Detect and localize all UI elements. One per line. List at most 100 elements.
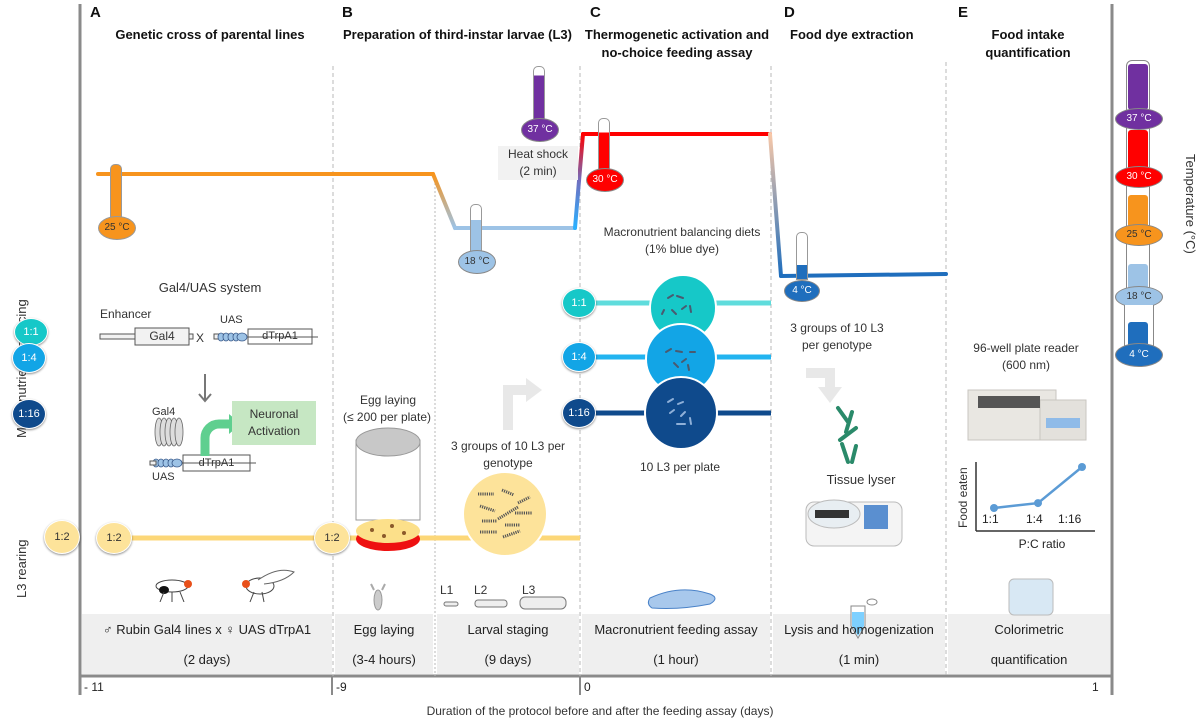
left-ratio-badge-1-4: 1:4 [12, 343, 46, 373]
stage-box-b2 [437, 614, 579, 674]
stage-b1-duration: (3-4 hours) [352, 652, 416, 667]
mini-chart-plot [990, 463, 1086, 512]
x-tick-minus11: - 11 [84, 680, 104, 694]
thermometer-37-label: 37 °C [521, 118, 559, 142]
diet-badge-1-1: 1:1 [562, 288, 596, 318]
microtube-icon [850, 598, 878, 639]
larvae-on-plate [478, 488, 532, 539]
activation-arrow [200, 419, 231, 456]
egg-laying-limit: (≤ 200 per plate) [343, 410, 431, 424]
legend-bar-25 [1128, 195, 1148, 229]
stage-box-b1 [335, 614, 433, 674]
mini-chart-ylabel: Food eaten [956, 467, 970, 528]
temperature-timeline [96, 132, 948, 278]
larvae-plate [462, 471, 548, 557]
panel-b-title: Preparation of third-instar larvae (L3) [343, 27, 572, 42]
larval-stage-l1: L1 [440, 583, 454, 597]
bent-arrow-d [806, 368, 835, 389]
left-ratio-badge-1-16: 1:16 [12, 399, 46, 429]
larvae-in-plates [661, 294, 696, 371]
panel-e-title: Food intake quantification [985, 27, 1071, 60]
heat-shock-label: Heat shock [498, 146, 578, 163]
crushed-larvae-icon [836, 406, 858, 464]
stage-a-duration: (2 days) [183, 652, 231, 667]
panel-c-title: Thermogenetic activation and no-choice f… [584, 27, 770, 60]
larva-feeding-icon [647, 589, 716, 609]
egg-laying-cage [355, 427, 421, 551]
thermometer-18-label: 18 °C [458, 250, 496, 274]
legend-label-37: 37 °C [1115, 108, 1163, 130]
male-fly-icon [146, 574, 202, 602]
stage-box-a [82, 614, 332, 674]
enhancer-label: Enhancer [100, 307, 152, 321]
uas-label: UAS [220, 314, 243, 326]
cross-symbol: X [196, 331, 205, 345]
thermometer-30-label: 30 °C [586, 168, 624, 192]
thermometer-25-label: 25 °C [98, 216, 136, 240]
groups-note-d: 3 groups of 10 L3 per genotype [790, 321, 884, 352]
gal4-label: Gal4 [149, 329, 175, 343]
stage-d-label: Lysis and homogenization [784, 622, 934, 637]
mini-chart-point-1-1 [990, 504, 998, 512]
larval-stage-icons [443, 596, 567, 610]
tissue-lyser-label: Tissue lyser [826, 472, 896, 487]
left-ratio-badge-1-1: 1:1 [14, 318, 48, 346]
legend-bar-30 [1128, 130, 1148, 170]
uas-repeats-2 [152, 458, 183, 468]
heat-shock-time: (2 min) [498, 163, 578, 180]
gal4-uas-title: Gal4/UAS system [158, 280, 262, 295]
panel-a-letter: A [90, 4, 101, 21]
legend-label-25: 25 °C [1115, 224, 1163, 246]
diet-plate-1-16 [644, 376, 718, 450]
gal4-protein-label: Gal4 [152, 406, 176, 418]
neuronal-activation-label: Neuronal Activation [247, 407, 301, 438]
dtrpa1-label: dTrpA1 [262, 330, 298, 342]
tissue-lyser-icon [805, 499, 903, 547]
stage-b1-label: Egg laying [353, 622, 415, 637]
thermometer-4-icon [796, 232, 808, 280]
x-tick-0: 0 [584, 680, 591, 694]
left-axis-label-rearing: L3 rearing [14, 539, 29, 598]
larval-stage-l2: L2 [474, 583, 488, 597]
dtrpa1-label-2: dTrpA1 [198, 457, 235, 469]
diets-note: Macronutrient balancing diets (1% blue d… [603, 225, 761, 256]
stage-c-label: Macronutrient feeding assay [594, 622, 758, 637]
panel-b-letter: B [342, 4, 353, 21]
stage-a-label: ♂ Rubin Gal4 lines x ♀ UAS dTrpA1 [102, 622, 312, 637]
mini-chart-axes [975, 462, 1095, 532]
plate-reader-icon [967, 389, 1087, 441]
panel-c-letter: C [590, 4, 601, 21]
stage-b2-duration: (9 days) [484, 652, 532, 667]
left-ratio-badge-1-2: 1:2 [44, 520, 80, 554]
stage-box-e [948, 614, 1110, 674]
panel-d-title: Food dye extraction [790, 27, 914, 42]
legend-bar-37 [1128, 64, 1148, 110]
rearing-badge-a: 1:2 [96, 522, 132, 554]
gal4-uas-construct [99, 327, 318, 346]
diet-badge-1-16: 1:16 [562, 398, 596, 428]
arrow-down-icon [198, 374, 212, 403]
egg-icon [370, 583, 386, 611]
thermometer-18-icon [470, 204, 482, 256]
x-tick-1: 1 [1092, 680, 1099, 694]
mini-chart-xtick-1-16: 1:16 [1058, 512, 1082, 526]
uas-repeats-1 [217, 332, 248, 342]
panel-separators [332, 62, 947, 676]
diet-badge-1-4: 1:4 [562, 342, 596, 372]
plate-reader-wavelength: (600 nm) [1001, 358, 1051, 372]
legend-bar-4 [1128, 322, 1148, 348]
panel-a-title: Genetic cross of parental lines [115, 27, 305, 42]
uas-label-2: UAS [152, 471, 175, 483]
rearing-badge-b: 1:2 [314, 522, 350, 554]
mini-chart-xlabel: P:C ratio [1018, 537, 1066, 551]
legend-label-4: 4 °C [1115, 343, 1163, 367]
larval-stage-l3: L3 [522, 583, 536, 597]
right-axis-label-temperature: Temperature (°C) [1183, 154, 1198, 254]
mini-chart-point-1-4 [1034, 499, 1042, 508]
stage-box-c [582, 614, 770, 674]
gal4-protein [154, 417, 184, 447]
stage-e-label: Colorimetric [994, 622, 1064, 637]
panel-e-letter: E [958, 4, 969, 21]
egg-laying-note: Egg laying [359, 393, 417, 407]
